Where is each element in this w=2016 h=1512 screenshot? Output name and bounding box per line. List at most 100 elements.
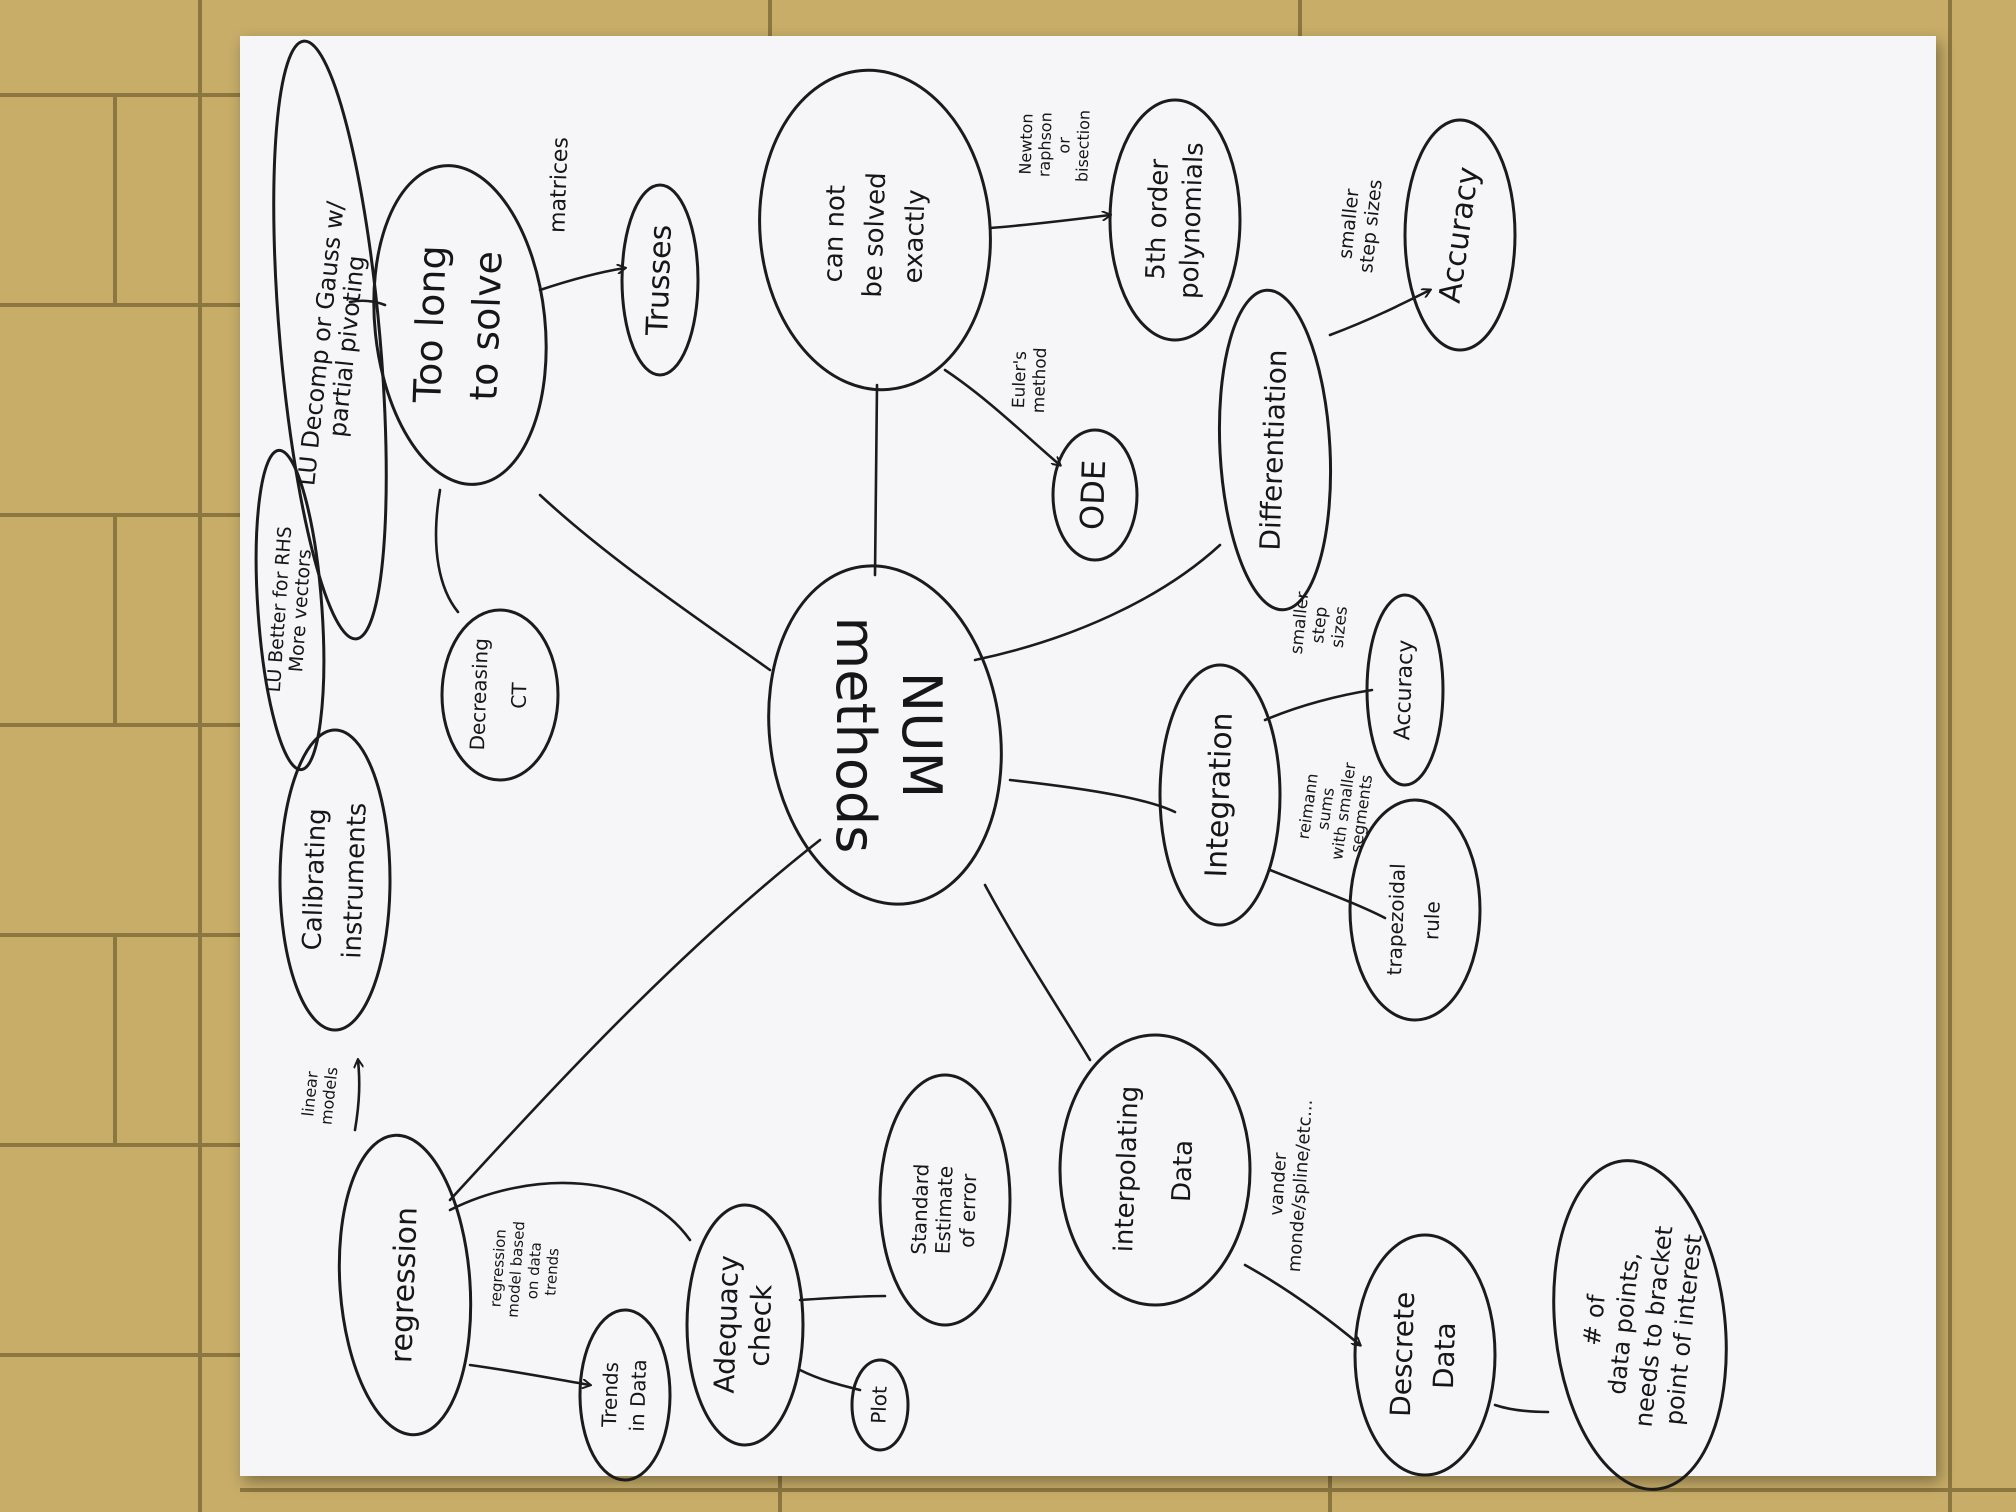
node-label-decreasing-ct: Decreasing CT bbox=[465, 638, 533, 753]
node-label-accuracy-diff: Accuracy bbox=[1432, 165, 1486, 306]
label-line: vander bbox=[1266, 1151, 1291, 1216]
edge-center-too-long bbox=[538, 493, 772, 672]
label-line: to solve bbox=[461, 250, 510, 401]
edge-label-smaller-step-diff: smallerstep sizes bbox=[1333, 176, 1387, 274]
edge-label-euler: Euler'smethod bbox=[1009, 346, 1051, 413]
node-shape-accuracy-diff bbox=[1403, 118, 1517, 352]
label-line: regression bbox=[384, 1206, 424, 1363]
label-line: bisection bbox=[1072, 110, 1094, 183]
label-line: Decreasing bbox=[465, 638, 493, 751]
label-line: can not bbox=[818, 184, 851, 283]
label-line: methods bbox=[824, 617, 887, 854]
label-line: on data bbox=[523, 1241, 545, 1299]
label-line: check bbox=[743, 1283, 779, 1367]
edge-cannot-fifth bbox=[988, 215, 1110, 230]
edge-center-regression bbox=[448, 838, 822, 1202]
label-line: step bbox=[1308, 606, 1332, 645]
edge-label-reimann: reimannsumswith smallersegments bbox=[1291, 756, 1377, 864]
label-line: Standard bbox=[906, 1163, 933, 1255]
edge-cannot-ode bbox=[943, 368, 1060, 465]
edge-linear-models bbox=[355, 1060, 359, 1132]
node-shape-trends bbox=[578, 1308, 672, 1482]
node-shape-cannot-solve bbox=[758, 68, 992, 392]
label-line: 5th order bbox=[1140, 158, 1174, 280]
label-line: Adequacy bbox=[708, 1255, 746, 1394]
label-line: Euler's bbox=[1009, 351, 1031, 409]
edge-center-cannot-solve bbox=[873, 383, 879, 577]
node-label-plot: Plot bbox=[866, 1386, 891, 1425]
edges bbox=[348, 215, 1550, 1414]
label-line: ODE bbox=[1073, 459, 1113, 530]
label-line: CT bbox=[506, 681, 531, 709]
label-line: method bbox=[1029, 347, 1051, 413]
edge-label-vandermonde: vandermonde/spline/etc... bbox=[1262, 1097, 1317, 1273]
edge-adequacy-plot bbox=[798, 1368, 862, 1392]
node-label-ode: ODE bbox=[1073, 459, 1113, 530]
node-label-trusses: Trusses bbox=[640, 224, 679, 337]
label-line: or bbox=[1054, 136, 1074, 153]
label-line: Trends bbox=[596, 1361, 622, 1428]
node-shape-decreasing-ct bbox=[440, 608, 560, 782]
node-shape-fifth-order bbox=[1108, 98, 1242, 342]
edge-center-integration bbox=[1008, 778, 1177, 814]
label-line: # of bbox=[1578, 1293, 1611, 1347]
edge-int-trapezoidal bbox=[1268, 868, 1387, 920]
label-line: Data bbox=[1166, 1139, 1198, 1202]
edge-label-matrices: matrices bbox=[545, 137, 573, 234]
node-label-interpolating: interpolating Data bbox=[1109, 1085, 1201, 1254]
node-label-lu-better: LU Better for RHSMore vectors bbox=[262, 525, 317, 694]
label-line: polynomials bbox=[1174, 142, 1209, 300]
label-line: rule bbox=[1419, 901, 1444, 941]
edge-too-long-lu bbox=[348, 299, 387, 307]
node-shape-regression bbox=[337, 1133, 473, 1437]
label-line: linear bbox=[298, 1070, 322, 1117]
label-line: Trusses bbox=[640, 224, 679, 337]
edge-regression-trends bbox=[468, 1363, 590, 1385]
paper-sheet bbox=[240, 36, 1936, 1476]
label-line: Data bbox=[1427, 1322, 1462, 1390]
label-line: Too long bbox=[405, 245, 454, 405]
label-line: Plot bbox=[866, 1386, 891, 1425]
label-line: of error bbox=[954, 1173, 981, 1249]
label-line: Accuracy bbox=[1390, 639, 1418, 740]
node-label-lu-decomp: LU Decomp or Gauss w/partial pivoting bbox=[292, 199, 376, 490]
node-shape-calibrating bbox=[278, 728, 392, 1032]
label-line: raphson bbox=[1034, 112, 1055, 178]
node-label-differentiation: Differentiation bbox=[1253, 349, 1293, 551]
label-line: Estimate bbox=[930, 1165, 957, 1254]
node-shapes bbox=[254, 39, 1728, 1491]
edge-too-long-trusses bbox=[538, 268, 625, 292]
label-line: Accuracy bbox=[1432, 165, 1486, 306]
node-label-accuracy-int: Accuracy bbox=[1390, 639, 1418, 740]
node-shape-accuracy-int bbox=[1365, 593, 1445, 787]
label-line: instruments bbox=[337, 802, 372, 959]
node-shape-std-estimate bbox=[878, 1073, 1012, 1327]
node-shape-adequacy bbox=[685, 1203, 805, 1447]
edge-diff-accuracy bbox=[1328, 290, 1430, 337]
label-line: trends bbox=[541, 1247, 562, 1296]
label-line: NUM bbox=[890, 672, 953, 799]
node-label-center: NUMmethods bbox=[824, 617, 953, 854]
edge-label-smaller-step-int: smallerstepsizes bbox=[1287, 591, 1353, 660]
node-shape-center bbox=[767, 564, 1003, 906]
edge-too-long-decreasing bbox=[434, 488, 460, 614]
node-label-std-estimate: StandardEstimateof error bbox=[906, 1163, 981, 1256]
label-line: be solved bbox=[857, 172, 891, 298]
node-label-trends: Trendsin Data bbox=[596, 1358, 650, 1432]
label-line: Newton bbox=[1015, 113, 1036, 175]
label-line: interpolating bbox=[1109, 1085, 1145, 1253]
label-line: matrices bbox=[545, 137, 573, 234]
label-line: sizes bbox=[1328, 605, 1352, 649]
node-shape-integration bbox=[1158, 663, 1282, 927]
edge-int-accuracy bbox=[1263, 688, 1374, 722]
label-line: Descrete bbox=[1384, 1291, 1421, 1417]
label-line: regression bbox=[486, 1228, 509, 1307]
label-line: Integration bbox=[1199, 712, 1240, 878]
